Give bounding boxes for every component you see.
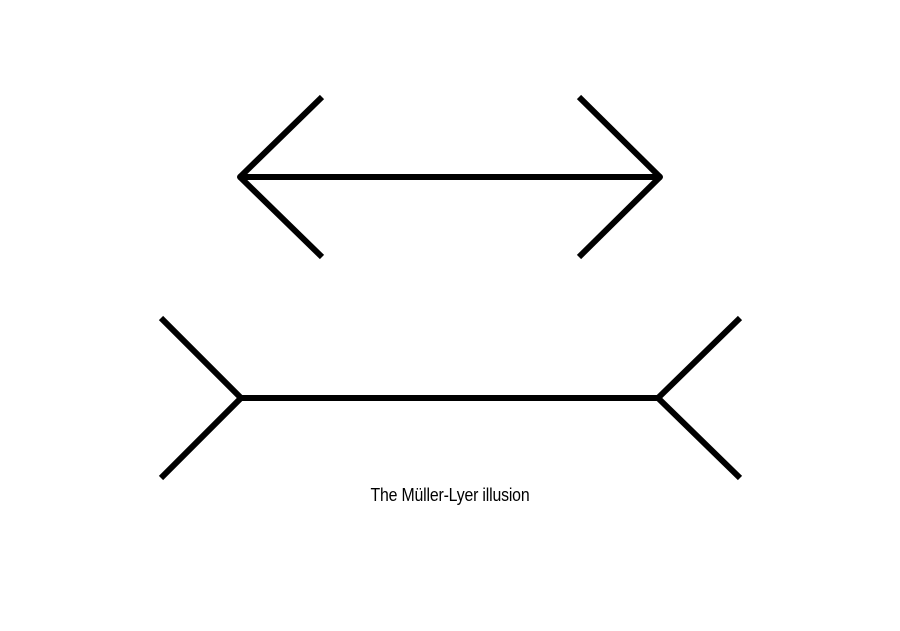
outward-fin-figure-fin-line — [655, 315, 743, 401]
inward-arrow-figure-vertex — [237, 174, 243, 180]
outward-fin-figure-vertex — [238, 395, 244, 401]
outward-fin-figure-fin-line — [158, 315, 244, 401]
inward-arrow-figure-fin-line — [237, 94, 325, 180]
illusion-caption: The Müller-Lyer illusion — [370, 485, 530, 505]
inward-arrow-figure-fin-line — [237, 174, 325, 260]
inward-arrow-figure-vertex — [657, 174, 663, 180]
outward-fin-figure-vertex — [655, 395, 661, 401]
arrowhead-figure-top — [237, 94, 663, 260]
fin-figure-bottom — [158, 315, 743, 481]
outward-fin-figure-fin-line — [655, 395, 743, 481]
inward-arrow-figure-fin-line — [576, 94, 663, 180]
outward-fin-figure-fin-line — [158, 395, 244, 481]
inward-arrow-figure-fin-line — [576, 174, 663, 260]
